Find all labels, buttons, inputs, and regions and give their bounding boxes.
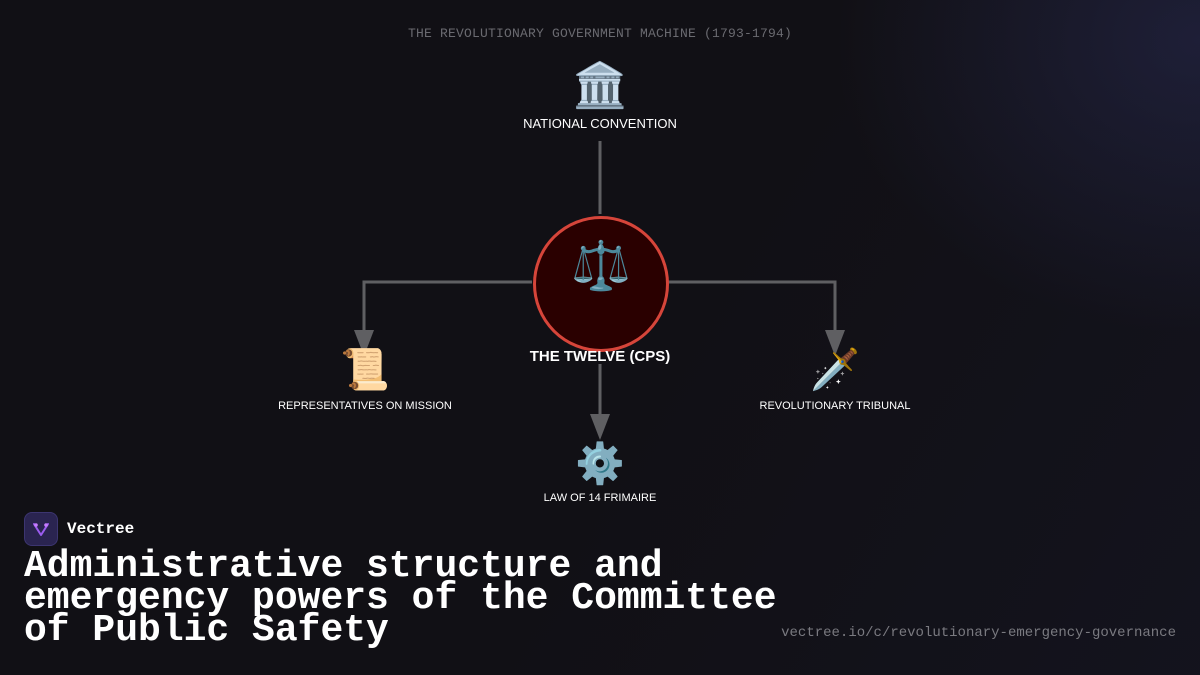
node-label: LAW OF 14 FRIMAIRE <box>543 492 657 504</box>
node-representatives-on-mission: 📜 REPRESENTATIVES ON MISSION <box>250 350 480 412</box>
scroll-icon: 📜 <box>340 348 390 392</box>
page-url[interactable]: vectree.io/c/revolutionary-emergency-gov… <box>781 625 1176 641</box>
node-label: REPRESENTATIVES ON MISSION <box>278 400 452 412</box>
node-label: NATIONAL CONVENTION <box>523 116 677 131</box>
scales-icon: ⚖️ <box>571 240 631 293</box>
edge-cps-to-reps <box>362 280 532 334</box>
node-national-convention: 🏛️ NATIONAL CONVENTION <box>480 61 720 132</box>
vectree-logo-icon <box>24 512 58 546</box>
gear-icon: ⚙️ <box>575 442 625 486</box>
arrowhead-frimaire <box>590 414 610 440</box>
edge-cps-to-tribunal <box>668 280 837 334</box>
node-the-twelve-label: THE TWELVE (CPS) <box>529 348 671 365</box>
classical-building-icon: 🏛️ <box>572 61 628 110</box>
brand-name: Vectree <box>67 520 135 538</box>
page-headline: Administrative structure and emergency p… <box>24 545 777 652</box>
diagram-title: THE REVOLUTIONARY GOVERNMENT MACHINE (17… <box>407 26 793 41</box>
arrowhead-tribunal <box>825 330 845 356</box>
dagger-icon: 🗡️ <box>810 348 860 392</box>
brand[interactable]: Vectree <box>24 512 134 546</box>
node-law-of-14-frimaire: ⚙️ LAW OF 14 FRIMAIRE <box>480 444 720 504</box>
node-the-twelve-circle: ⚖️ <box>533 216 669 352</box>
node-revolutionary-tribunal: 🗡️ REVOLUTIONARY TRIBUNAL <box>720 350 950 412</box>
node-label: REVOLUTIONARY TRIBUNAL <box>759 400 911 412</box>
arrowhead-reps <box>354 330 374 356</box>
